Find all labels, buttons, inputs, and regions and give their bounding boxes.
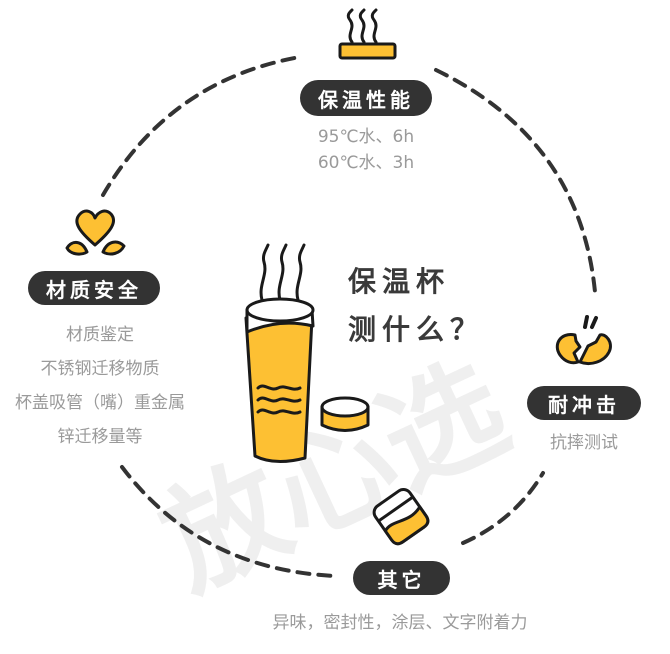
pill-impact: 耐冲击 (527, 386, 641, 420)
desc-impact: 抗摔测试 (527, 430, 641, 456)
pill-other: 其它 (353, 561, 450, 595)
arc-bottom-right (461, 471, 545, 545)
desc-insulation-line: 60℃水、3h (317, 153, 415, 173)
heart-icon (65, 209, 126, 256)
desc-insulation: 95℃水、6h 60℃水、3h (300, 124, 432, 176)
arc-bottom-left (120, 465, 338, 578)
desc-other: 异味，密封性，涂层、文字附着力 (230, 610, 570, 636)
desc-impact-line: 抗摔测试 (550, 433, 618, 453)
arc-top-left (101, 55, 302, 197)
desc-material-line: 锌迁移量等 (57, 427, 143, 447)
desc-material: 材质鉴定 不锈钢迁移物质 杯盖吸管（嘴）重金属 锌迁移量等 (0, 318, 200, 454)
desc-other-line: 异味，密封性，涂层、文字附着力 (272, 613, 528, 633)
desc-material-line: 杯盖吸管（嘴）重金属 (15, 393, 185, 413)
steaming-heat-bar-icon (338, 8, 397, 60)
thermos-illustration (244, 243, 370, 463)
tilted-cup-icon (372, 488, 430, 546)
arc-top-right (434, 68, 597, 294)
desc-material-line: 材质鉴定 (66, 325, 134, 345)
desc-material-line: 不锈钢迁移物质 (40, 359, 160, 379)
center-title-line-1: 保温杯 (348, 265, 451, 298)
pill-insulation: 保温性能 (300, 80, 432, 116)
desc-insulation-line: 95℃水、6h (317, 127, 415, 147)
broken-ball-icon (555, 315, 612, 366)
pill-material: 材质安全 (28, 271, 160, 305)
center-title-line-2: 测什么？ (348, 313, 485, 346)
center-title: 保温杯 测什么？ (348, 258, 484, 354)
